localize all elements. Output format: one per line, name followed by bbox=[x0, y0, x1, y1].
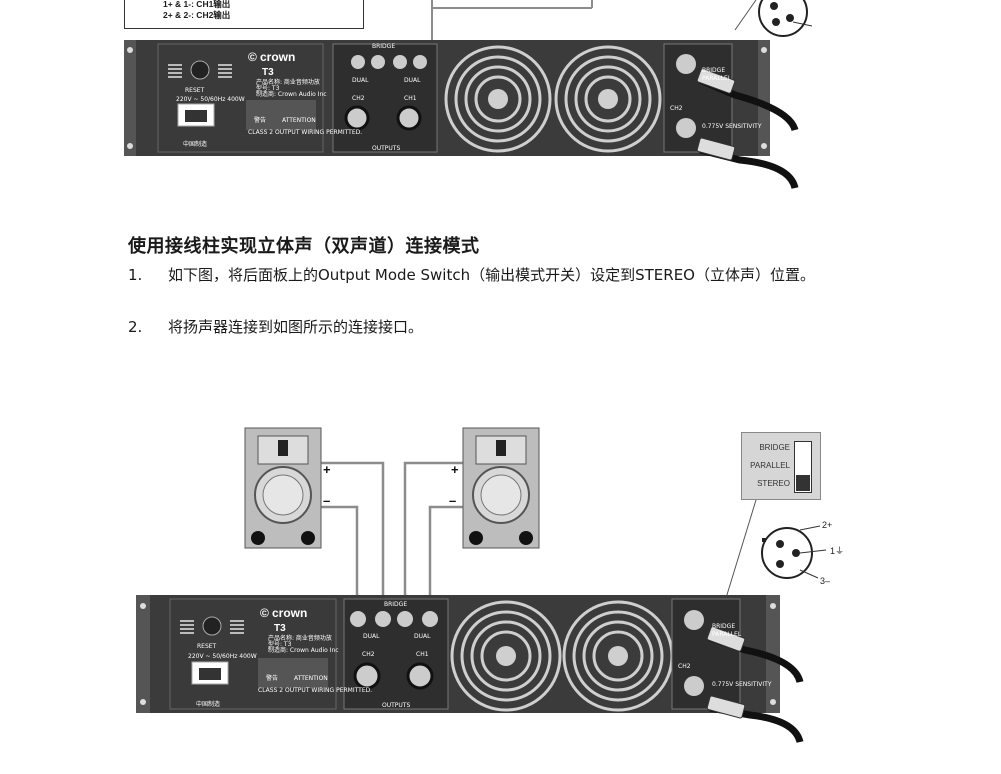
brand-logo: © bbox=[248, 50, 257, 64]
step-2-number: 2. bbox=[128, 318, 143, 336]
switch-bridge-label: BRIDGE bbox=[759, 443, 790, 452]
speaker-right bbox=[462, 427, 540, 549]
dual-label-2: DUAL bbox=[404, 77, 421, 84]
xlr-pin-3: 3– bbox=[820, 576, 831, 586]
switch-stereo-label: STEREO bbox=[757, 479, 790, 488]
class2-label: CLASS 2 OUTPUT WIRING PERMITTED. bbox=[248, 129, 362, 136]
made-in-label: 中国制造 bbox=[183, 140, 207, 148]
sensitivity-label: 0.775V SENSITIVITY bbox=[702, 123, 762, 130]
left-speaker-minus: – bbox=[323, 493, 330, 508]
ch2-label: CH2 bbox=[352, 95, 365, 102]
section-heading: 使用接线柱实现立体声（双声道）连接模式 bbox=[128, 236, 480, 257]
parallel-small-label: PARALLEL bbox=[702, 75, 732, 82]
output-mode-switch[interactable]: BRIDGE PARALLEL STEREO bbox=[741, 432, 821, 500]
legend-line-2: 2+ & 2-: CH2输出 bbox=[163, 10, 231, 20]
bridge-label-bottom: BRIDGE bbox=[384, 601, 407, 608]
ch1-label: CH1 bbox=[404, 95, 417, 102]
brand-logo-bottom: © bbox=[260, 606, 269, 620]
speaker-left bbox=[244, 427, 322, 549]
step-1-number: 1. bbox=[128, 266, 143, 284]
info-line-2-bottom: 型号: T3 bbox=[268, 640, 292, 648]
attention-label: ATTENTION bbox=[282, 117, 316, 124]
switch-knob-stereo[interactable] bbox=[796, 475, 810, 491]
step-2-text: 将扬声器连接到如图所示的连接接口。 bbox=[168, 318, 424, 336]
sensitivity-label-bottom: 0.775V SENSITIVITY bbox=[712, 681, 772, 688]
info-line-1-bottom: 产品名称: 商业音频功放 bbox=[268, 634, 332, 642]
outputs-label-bottom: OUTPUTS bbox=[382, 702, 410, 709]
parallel-small-label-bottom: PARALLEL bbox=[712, 631, 742, 638]
reset-label: RESET bbox=[185, 87, 205, 94]
brand-text: crown bbox=[260, 50, 295, 64]
warning-label: 警告 bbox=[254, 116, 266, 124]
right-speaker-minus: – bbox=[449, 493, 456, 508]
dual-label-2-bottom: DUAL bbox=[414, 633, 431, 640]
legend-box: 1+ & 1-: CH1输出 2+ & 2-: CH2输出 bbox=[124, 0, 364, 29]
reset-label-bottom: RESET bbox=[197, 643, 217, 650]
dual-label-1: DUAL bbox=[352, 77, 369, 84]
bridge-label: BRIDGE bbox=[372, 43, 395, 50]
bridge-small-label: BRIDGE bbox=[702, 67, 725, 74]
attention-label-bottom: ATTENTION bbox=[294, 675, 328, 682]
ch2-input-label-bottom: CH2 bbox=[678, 663, 691, 670]
switch-parallel-label: PARALLEL bbox=[750, 461, 790, 470]
right-speaker-plus: + bbox=[451, 462, 459, 477]
xlr-pin-1-label: 1 bbox=[830, 546, 836, 556]
ch2-label-bottom: CH2 bbox=[362, 651, 375, 658]
made-in-label-bottom: 中国制造 bbox=[196, 700, 220, 708]
info-line-2: 型号: T3 bbox=[256, 84, 280, 92]
bridge-small-label-bottom: BRIDGE bbox=[712, 623, 735, 630]
info-line-1: 产品名称: 商业音频功放 bbox=[256, 78, 320, 86]
model-text: T3 bbox=[262, 67, 274, 78]
xlr-pin-2: 2+ bbox=[822, 520, 833, 530]
left-speaker-plus: + bbox=[323, 462, 331, 477]
ch2-input-label: CH2 bbox=[670, 105, 683, 112]
dual-label-1-bottom: DUAL bbox=[363, 633, 380, 640]
model-text-bottom: T3 bbox=[274, 623, 286, 634]
ground-icon: ⏚ bbox=[835, 546, 845, 556]
xlr-pin-1: 1⏚ bbox=[830, 544, 844, 557]
switch-slot bbox=[794, 441, 812, 493]
warning-label-bottom: 警告 bbox=[266, 674, 278, 682]
top-amp-diagram: © crown T3 RESET 220V ~ 50/60Hz 400W 中国制… bbox=[124, 0, 813, 190]
power-label: 220V ~ 50/60Hz 400W bbox=[176, 96, 245, 103]
info-line-3: 制造商: Crown Audio Inc bbox=[256, 90, 327, 98]
class2-label-bottom: CLASS 2 OUTPUT WIRING PERMITTED. bbox=[258, 687, 372, 694]
power-label-bottom: 220V ~ 50/60Hz 400W bbox=[188, 653, 257, 660]
ch1-label-bottom: CH1 bbox=[416, 651, 429, 658]
outputs-label: OUTPUTS bbox=[372, 145, 400, 152]
info-line-3-bottom: 制造商: Crown Audio Inc bbox=[268, 646, 339, 654]
legend-line-1: 1+ & 1-: CH1输出 bbox=[163, 0, 231, 9]
step-1-text: 如下图，将后面板上的Output Mode Switch（输出模式开关）设定到S… bbox=[168, 266, 815, 284]
brand-text-bottom: crown bbox=[272, 606, 307, 620]
bottom-stereo-diagram: + – + – © crown T3 RESET 220V ~ 50/60Hz … bbox=[136, 427, 827, 744]
